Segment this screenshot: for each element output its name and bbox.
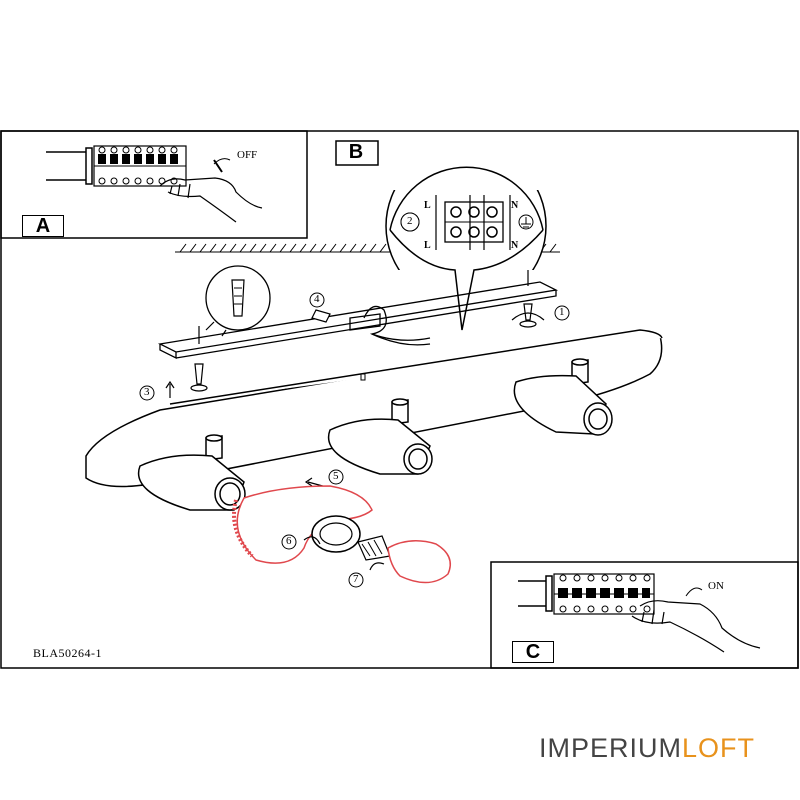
arrow-off-icon xyxy=(213,158,231,165)
model-code: BLA50264-1 xyxy=(33,646,102,660)
terminal-l-bottom: L xyxy=(424,240,431,251)
terminal-block-a xyxy=(93,145,187,187)
arrow-on-icon xyxy=(685,587,703,597)
panel-c-label: C xyxy=(512,641,554,663)
screw-right-icon xyxy=(511,270,545,328)
brand-part1: IMPERIUM xyxy=(539,733,682,763)
step-7-label: 7 xyxy=(353,573,359,585)
spotlight-left xyxy=(137,434,246,511)
mounting-bracket xyxy=(157,281,559,360)
hand-icon xyxy=(159,159,263,223)
arrow-rotate-icon xyxy=(303,536,321,545)
step-3-label: 3 xyxy=(144,386,150,398)
terminal-n-bottom: N xyxy=(511,240,519,251)
step-1-label: 1 xyxy=(559,306,565,318)
panel-b-label: B xyxy=(348,140,364,163)
brand-part2: LOFT xyxy=(682,733,756,763)
step-6-label: 6 xyxy=(286,535,292,547)
spotlight-right xyxy=(513,358,613,436)
lamp-shade xyxy=(232,485,373,564)
off-label: OFF xyxy=(237,149,258,161)
on-label: ON xyxy=(708,580,724,592)
terminal-l-top: L xyxy=(424,200,431,211)
hand-c-icon xyxy=(631,600,761,653)
terminal-detail xyxy=(385,166,547,331)
wall-plug-detail xyxy=(205,265,271,337)
screw-step4-icon xyxy=(311,309,331,323)
spotlight-middle xyxy=(327,398,433,475)
diagram-frame xyxy=(0,130,799,669)
arrow-twist-icon xyxy=(369,562,385,571)
bulb-icon xyxy=(357,535,451,584)
step-2-label: 2 xyxy=(407,215,413,227)
terminal-n-top: N xyxy=(511,200,519,211)
lamp-base xyxy=(85,329,663,488)
terminal-block-c xyxy=(553,573,655,615)
base-marker xyxy=(360,373,366,381)
panel-a xyxy=(0,130,308,239)
screw-left-icon xyxy=(190,326,208,392)
panel-a-label: A xyxy=(22,215,64,237)
brand-logo: IMPERIUMLOFT xyxy=(539,733,755,764)
step-5-label: 5 xyxy=(333,470,339,482)
arrow-up-icon xyxy=(165,380,175,398)
step-4-label: 4 xyxy=(314,293,320,305)
panel-c xyxy=(490,561,799,669)
